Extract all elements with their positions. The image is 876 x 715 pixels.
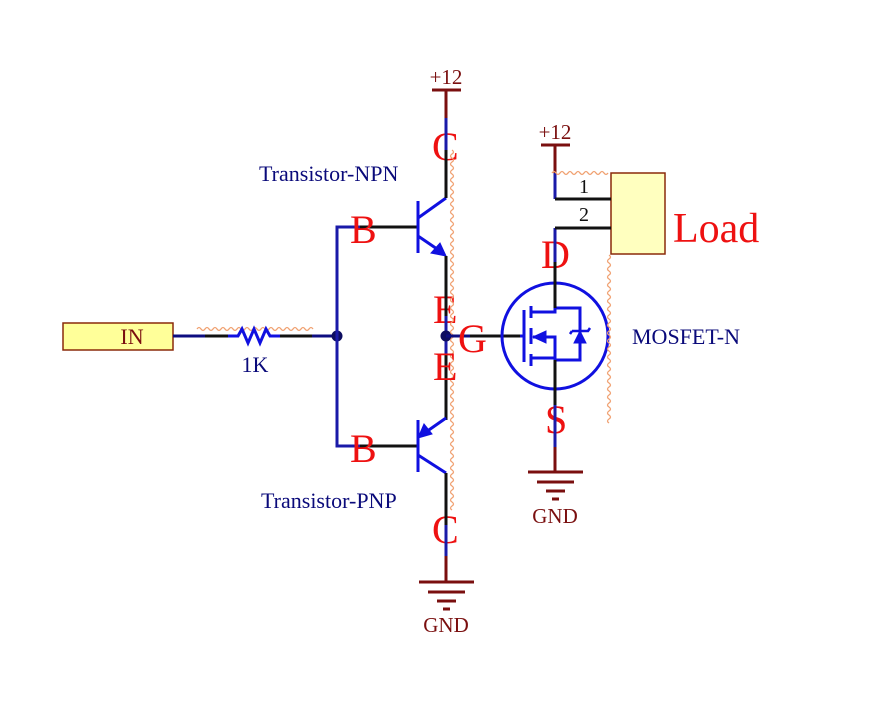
- wire-to-npn-base: [335, 225, 360, 336]
- npn-collector-line: [417, 196, 447, 220]
- resistor-1k[interactable]: 1K: [196, 325, 314, 378]
- mosfet-body-arrow-icon: [531, 330, 547, 344]
- mosfet-ground-label: GND: [532, 504, 578, 528]
- pnp-collector-line: [417, 453, 447, 475]
- pnp-transistor[interactable]: Transistor-PNP B E C: [261, 344, 459, 552]
- resistor-zigzag-icon: [228, 325, 280, 347]
- npn-transistor[interactable]: Transistor-NPN B C E: [259, 124, 459, 332]
- mosfet-ground-symbol: GND: [528, 470, 583, 528]
- pnp-ground-label: GND: [423, 613, 469, 637]
- mosfet-diode-bar: [568, 327, 592, 335]
- pnp-label: Transistor-PNP: [261, 488, 397, 513]
- load-supply-symbol: +12: [539, 120, 572, 147]
- load-connector[interactable]: 1 2 Load: [555, 172, 759, 255]
- transistor-selection-outline: [449, 149, 455, 511]
- resistor-selection-outline: [196, 326, 314, 332]
- input-port-label: IN: [120, 324, 143, 349]
- load-selection-outline: [551, 170, 609, 176]
- npn-supply-symbol: +12: [430, 65, 463, 92]
- npn-label: Transistor-NPN: [259, 161, 398, 186]
- mosfet-label: MOSFET-N: [632, 324, 740, 349]
- npn-supply-label: +12: [430, 65, 463, 89]
- pnp-emitter-arrow-icon: [417, 423, 433, 439]
- load-supply-label: +12: [539, 120, 572, 144]
- pnp-pin-emitter: E: [433, 344, 457, 389]
- pnp-emitter-line: [425, 416, 447, 434]
- mosfet-selection-outline: [606, 254, 612, 424]
- wire-to-pnp-base: [335, 336, 360, 448]
- load-label: Load: [673, 206, 759, 252]
- pnp-pin-base: B: [350, 426, 377, 471]
- load-body: [610, 172, 666, 255]
- npn-emitter-arrow-icon: [430, 242, 447, 257]
- mosfet-diode-icon: [573, 329, 587, 344]
- input-port[interactable]: IN: [62, 322, 174, 351]
- pnp-ground-symbol: GND: [419, 580, 474, 637]
- load-pin-1-label: 1: [579, 176, 589, 198]
- resistor-value: 1K: [242, 352, 269, 377]
- mosfet-pin-gate: G: [458, 316, 487, 361]
- npn-pin-base: B: [350, 207, 377, 252]
- load-pin-2-label: 2: [579, 204, 589, 226]
